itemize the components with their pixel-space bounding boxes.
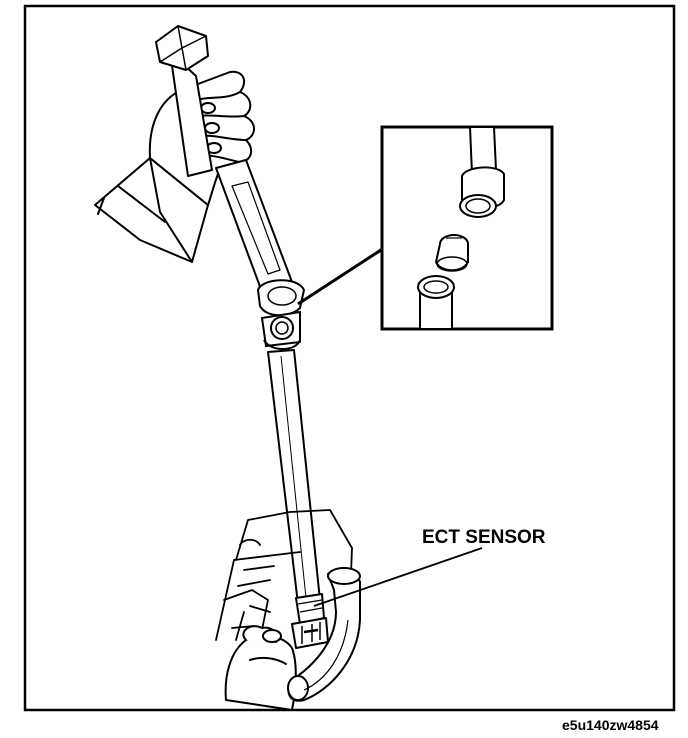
inset-leader-line xyxy=(297,246,385,306)
extension-bar-lower xyxy=(267,349,321,605)
coolant-hose xyxy=(287,567,361,702)
universal-joint xyxy=(256,279,306,350)
ect-sensor-label: ECT SENSOR xyxy=(422,527,546,548)
extension-bar-upper xyxy=(155,25,213,177)
figure-reference-code: e5u140zw4854 xyxy=(562,717,659,733)
ect-sensor-socket xyxy=(291,593,329,649)
detail-inset xyxy=(380,125,554,331)
figure-frame xyxy=(23,4,676,712)
ratchet-handle xyxy=(215,159,293,293)
upper-arm-sleeve xyxy=(94,157,209,263)
lower-hand xyxy=(224,625,297,711)
ect-sensor-leader-line xyxy=(313,547,483,607)
engine-block xyxy=(215,509,353,641)
